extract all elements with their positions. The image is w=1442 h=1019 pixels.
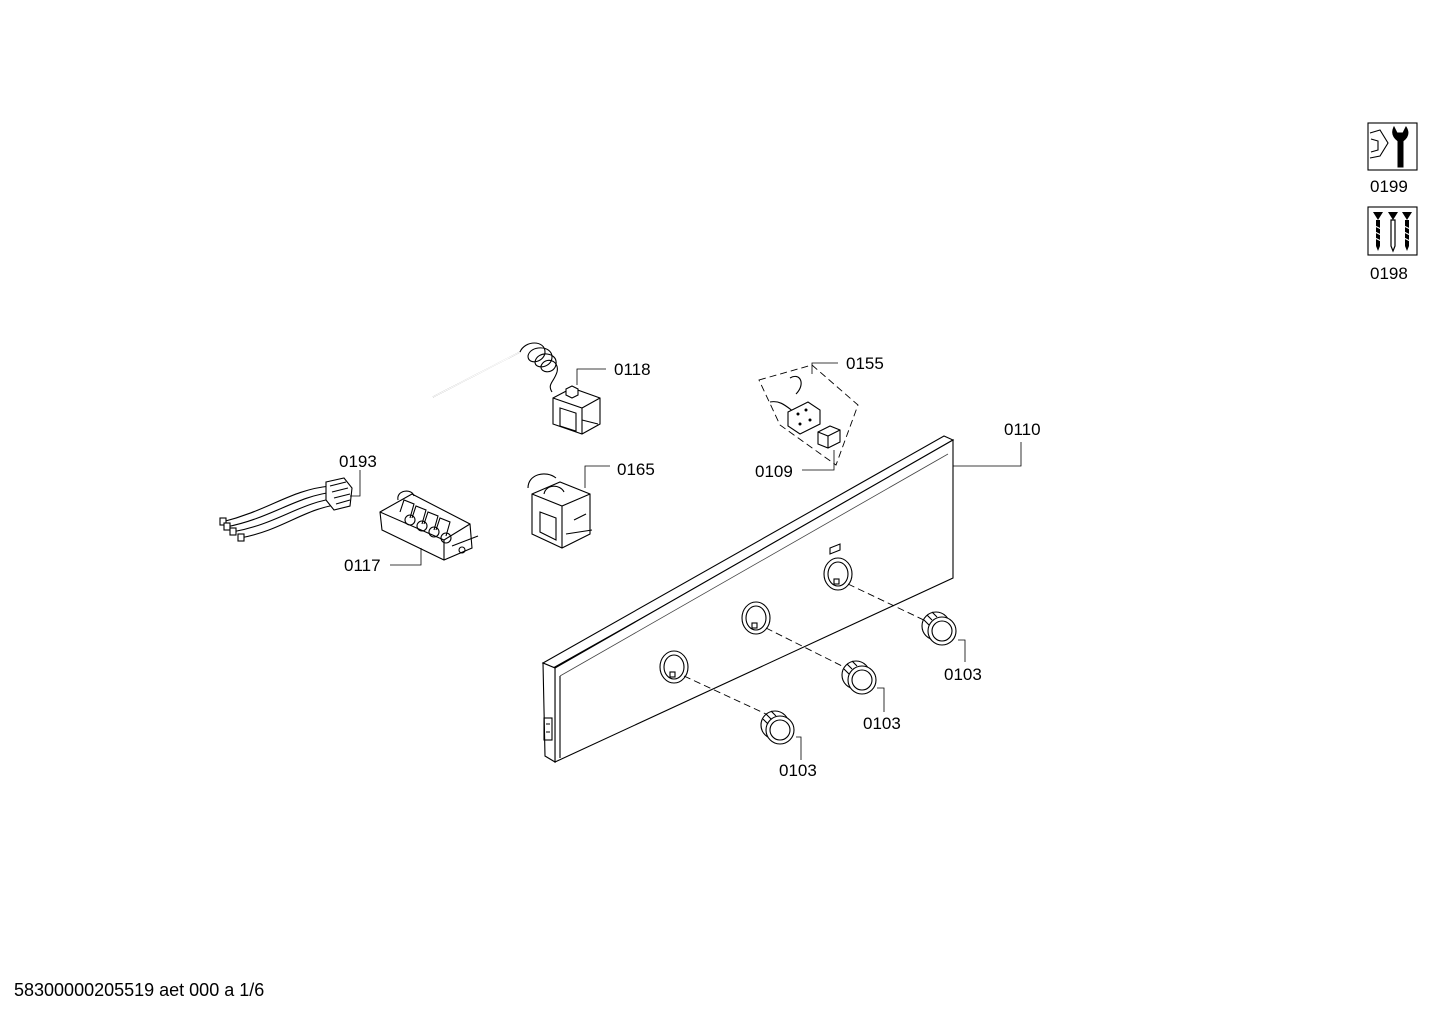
leader-0109 bbox=[802, 450, 835, 471]
leader-0103-b bbox=[877, 687, 885, 712]
control-knob-part[interactable] bbox=[921, 611, 957, 646]
wiring-harness-part[interactable] bbox=[219, 477, 353, 542]
control-panel-part[interactable] bbox=[541, 435, 955, 763]
selector-switch-part[interactable] bbox=[527, 473, 593, 549]
axis-line-knob-1 bbox=[683, 675, 767, 715]
screw-kit-icon[interactable] bbox=[1367, 206, 1418, 256]
lamp-kit-part[interactable] bbox=[758, 364, 859, 466]
axis-line-knob-2 bbox=[765, 627, 851, 671]
kit-label-tools: 0199 bbox=[1370, 177, 1408, 196]
axis-line-knob-3 bbox=[847, 583, 929, 623]
document-id: 58300000205519 aet 000 a 1/6 bbox=[14, 980, 265, 1000]
leader-0118 bbox=[576, 368, 606, 385]
callout-0118: 0118 bbox=[614, 360, 651, 379]
callout-0155: 0155 bbox=[846, 354, 884, 373]
callout-0103-c: 0103 bbox=[944, 665, 982, 684]
callout-0103-a: 0103 bbox=[779, 761, 817, 780]
control-knob-part[interactable] bbox=[760, 710, 795, 745]
callout-0165: 0165 bbox=[617, 460, 655, 479]
leader-0155 bbox=[811, 362, 838, 374]
callout-0193: 0193 bbox=[339, 452, 377, 471]
leader-0103-a bbox=[796, 736, 802, 760]
thermostat-part[interactable] bbox=[432, 342, 601, 435]
leader-0165 bbox=[584, 465, 610, 488]
callout-0110: 0110 bbox=[1004, 420, 1041, 439]
callout-0103-b: 0103 bbox=[863, 714, 901, 733]
leader-0103-c bbox=[958, 639, 966, 662]
kit-label-screws: 0198 bbox=[1370, 264, 1408, 283]
leader-0193 bbox=[350, 470, 361, 497]
callout-0117: 0117 bbox=[344, 556, 381, 575]
terminal-block-part[interactable] bbox=[379, 490, 479, 561]
leader-0110 bbox=[953, 442, 1022, 467]
tool-kit-icon[interactable] bbox=[1367, 122, 1418, 171]
leader-0117 bbox=[390, 548, 422, 566]
control-knob-part[interactable] bbox=[841, 660, 877, 695]
callout-0109: 0109 bbox=[755, 462, 793, 481]
